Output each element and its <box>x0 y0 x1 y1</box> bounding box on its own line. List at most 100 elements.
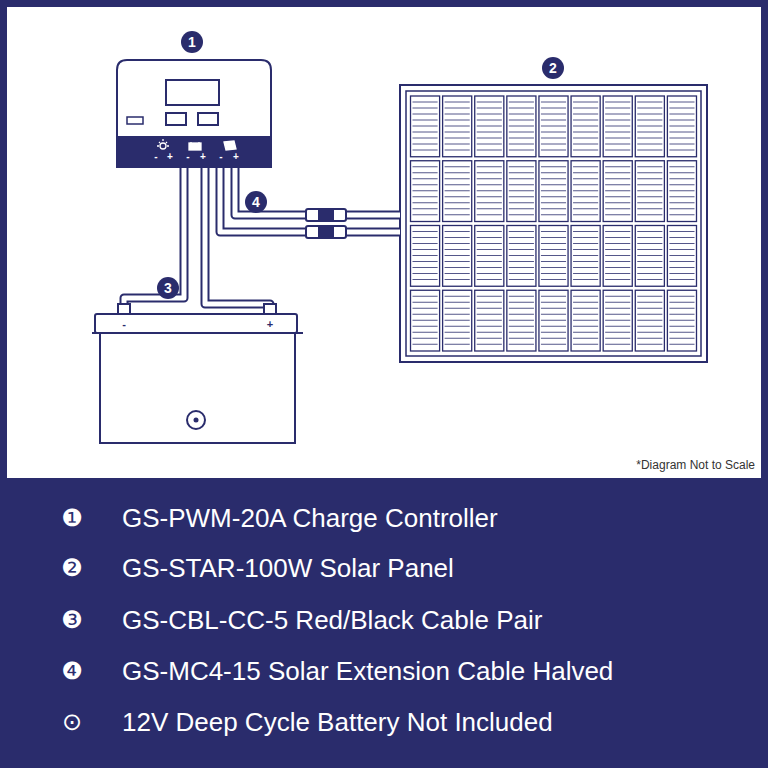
cell-line <box>541 237 566 238</box>
solar-cell <box>667 290 696 351</box>
cell-line <box>573 138 598 139</box>
terminal-sign: + <box>233 152 239 162</box>
cell-line <box>541 126 566 127</box>
cell-line <box>509 178 534 179</box>
terminal-sign: - <box>186 152 189 162</box>
cell-line <box>573 166 598 167</box>
cell-line <box>573 208 598 209</box>
cell-line <box>605 138 630 139</box>
solar-cell <box>635 96 664 157</box>
cell-line <box>573 296 598 297</box>
cell-line <box>573 202 598 203</box>
cell-line <box>605 344 630 345</box>
cell-line <box>509 243 534 244</box>
solar-cell <box>571 161 600 222</box>
cell-line <box>605 273 630 274</box>
cell-line <box>509 237 534 238</box>
cell-line <box>541 184 566 185</box>
cell-line <box>637 332 662 333</box>
cell-line <box>669 273 694 274</box>
solar-cell <box>603 96 632 157</box>
solar-cell <box>507 96 536 157</box>
cell-line <box>573 302 598 303</box>
cell-line <box>669 267 694 268</box>
solar-cables <box>220 167 400 238</box>
cell-line <box>573 126 598 127</box>
cell-line <box>509 150 534 151</box>
cell-line <box>477 267 502 268</box>
cell-line <box>573 196 598 197</box>
cell-line <box>541 279 566 280</box>
cell-line <box>637 114 662 115</box>
solar-cell <box>507 226 536 287</box>
solar-cell <box>443 290 472 351</box>
solar-cell <box>635 226 664 287</box>
cell-line <box>413 338 438 339</box>
cell-line <box>413 178 438 179</box>
cell-line <box>509 255 534 256</box>
cell-line <box>541 320 566 321</box>
cell-line <box>541 326 566 327</box>
solar-cell <box>443 226 472 287</box>
cell-line <box>445 132 470 133</box>
cell-line <box>445 338 470 339</box>
cell-line <box>509 279 534 280</box>
cell-line <box>477 172 502 173</box>
cell-line <box>509 249 534 250</box>
cell-line <box>413 267 438 268</box>
solar-cell <box>507 161 536 222</box>
cell-line <box>605 314 630 315</box>
cell-line <box>445 126 470 127</box>
cell-line <box>413 202 438 203</box>
cell-line <box>477 314 502 315</box>
cell-line <box>637 314 662 315</box>
cell-line <box>509 338 534 339</box>
cell-line <box>541 308 566 309</box>
solar-cell <box>411 226 440 287</box>
cell-line <box>413 120 438 121</box>
cell-line <box>509 102 534 103</box>
cell-line <box>573 102 598 103</box>
solar-cell <box>507 290 536 351</box>
cell-line <box>477 320 502 321</box>
cell-line <box>605 190 630 191</box>
cell-line <box>509 166 534 167</box>
scale-note: *Diagram Not to Scale <box>636 459 755 471</box>
cell-line <box>509 196 534 197</box>
cell-line <box>445 237 470 238</box>
cell-line <box>509 144 534 145</box>
cell-line <box>413 150 438 151</box>
cell-line <box>445 332 470 333</box>
cell-line <box>445 320 470 321</box>
callout-number: 3 <box>164 281 172 295</box>
cell-line <box>541 202 566 203</box>
cell-line <box>509 132 534 133</box>
cell-line <box>605 108 630 109</box>
cell-line <box>669 214 694 215</box>
solar-cell <box>411 96 440 157</box>
cell-line <box>413 108 438 109</box>
cell-line <box>413 243 438 244</box>
cell-line <box>445 279 470 280</box>
cell-line <box>509 267 534 268</box>
cell-line <box>445 108 470 109</box>
cell-line <box>445 308 470 309</box>
cell-line <box>669 190 694 191</box>
cell-line <box>669 178 694 179</box>
cell-line <box>413 132 438 133</box>
cell-line <box>509 202 534 203</box>
cell-line <box>541 138 566 139</box>
cell-line <box>573 344 598 345</box>
solar-cell <box>539 96 568 157</box>
terminal-sign: - <box>154 152 157 162</box>
cell-line <box>573 243 598 244</box>
cell-line <box>637 308 662 309</box>
cell-line <box>477 237 502 238</box>
cell-line <box>669 249 694 250</box>
list-marker: ⊙ <box>62 710 82 734</box>
cell-line <box>573 231 598 232</box>
cell-line <box>509 302 534 303</box>
cell-line <box>413 296 438 297</box>
cell-line <box>477 196 502 197</box>
cell-line <box>541 261 566 262</box>
